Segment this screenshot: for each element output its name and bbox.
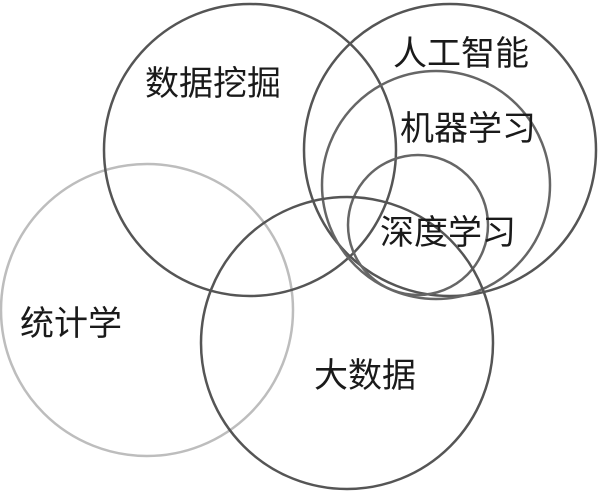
circle-ai bbox=[302, 2, 598, 298]
circle-data-mining bbox=[102, 2, 398, 298]
label-machine-learning: 机器学习 bbox=[400, 109, 536, 149]
label-statistics: 统计学 bbox=[20, 304, 122, 344]
circle-statistics bbox=[0, 162, 295, 458]
circle-big-data bbox=[199, 195, 495, 491]
label-ai: 人工智能 bbox=[393, 34, 529, 74]
circle-machine-learning bbox=[320, 69, 552, 301]
label-data-mining: 数据挖掘 bbox=[145, 64, 281, 104]
label-big-data: 大数据 bbox=[314, 356, 416, 396]
label-deep-learning: 深度学习 bbox=[380, 213, 516, 253]
circle-deep-learning bbox=[346, 153, 490, 297]
